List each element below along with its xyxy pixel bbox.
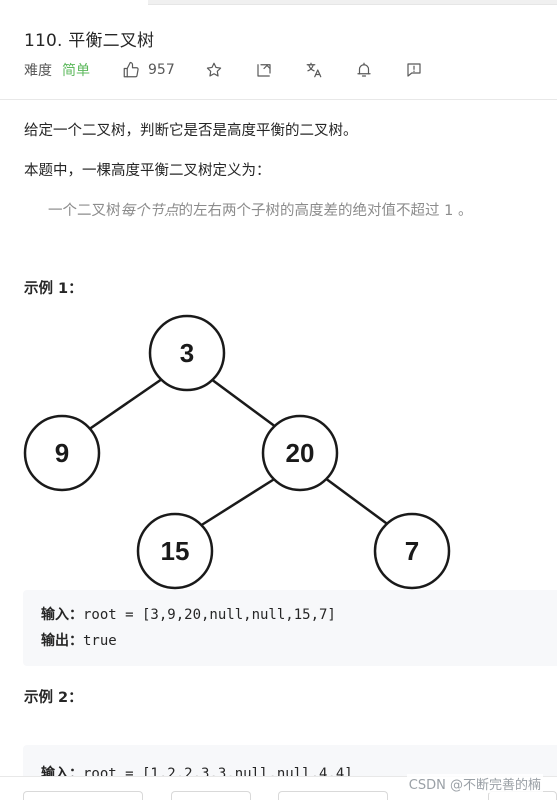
quote-text-em: 每个节点 <box>120 203 179 219</box>
share-button[interactable] <box>255 61 273 79</box>
tree-node-label: 20 <box>286 438 315 468</box>
difficulty-value: 简单 <box>62 63 90 79</box>
input-label: 输入： <box>41 607 83 623</box>
input-value: root = [3,9,20,null,null,15,7] <box>83 607 336 623</box>
top-tab-strip <box>148 0 557 5</box>
description-paragraph-2: 本题中，一棵高度平衡二叉树定义为： <box>24 163 271 179</box>
feedback-icon <box>407 63 421 77</box>
tree-node-label: 7 <box>405 536 419 566</box>
bottom-toolbar-button[interactable] <box>23 791 143 800</box>
definition-quote: 一个二叉树每个节点的左右两个子树的高度差的绝对值不超过 1 。 <box>48 199 472 220</box>
example-1-title: 示例 1： <box>24 281 83 297</box>
notify-button[interactable] <box>355 61 373 79</box>
example-1-tree-diagram: 3 9 20 15 7 <box>23 314 451 590</box>
share-icon <box>257 64 271 77</box>
difficulty-label: 难度 <box>24 63 52 79</box>
tree-edge-20-7 <box>324 476 391 528</box>
tree-node-circle <box>136 512 214 590</box>
favorite-button[interactable] <box>205 61 223 79</box>
translate-button[interactable] <box>305 61 323 79</box>
tree-edge-20-15 <box>199 476 277 528</box>
tree-node-circle <box>261 414 339 492</box>
tree-node-label: 9 <box>55 438 69 468</box>
example-2-title: 示例 2： <box>24 690 83 706</box>
problem-title: 110. 平衡二叉树 <box>24 31 155 51</box>
thumbs-up-icon <box>123 61 139 78</box>
example-1-output-line: 输出：true <box>41 628 545 654</box>
problem-meta-row: 难度 简单 957 <box>24 60 423 80</box>
quote-text-a: 一个二叉树 <box>48 203 121 219</box>
bottom-toolbar-button[interactable] <box>278 791 388 800</box>
tree-edge-3-20 <box>210 377 281 432</box>
csdn-watermark: CSDN @不断完善的楠 <box>406 774 543 793</box>
output-value: true <box>83 633 117 649</box>
example-1-code-block: 输入：root = [3,9,20,null,null,15,7] 输出：tru… <box>23 590 557 666</box>
translate-icon <box>306 62 322 78</box>
tree-node-circle <box>148 314 226 392</box>
like-count: 957 <box>148 62 175 78</box>
bell-icon <box>357 62 371 77</box>
like-button[interactable]: 957 <box>122 61 175 79</box>
header-divider <box>0 99 557 100</box>
output-label: 输出： <box>41 633 83 649</box>
quote-text-b: 的左右两个子树的高度差的绝对值不超过 1 。 <box>178 203 473 219</box>
star-icon <box>206 62 221 77</box>
tree-edge-3-9 <box>87 377 163 432</box>
feedback-button[interactable] <box>405 61 423 79</box>
example-1-input-line: 输入：root = [3,9,20,null,null,15,7] <box>41 602 545 628</box>
bottom-toolbar <box>0 776 557 800</box>
tree-node-label: 15 <box>161 536 190 566</box>
tree-node-label: 3 <box>180 338 194 368</box>
bottom-toolbar-button[interactable] <box>171 791 251 800</box>
tree-node-circle <box>23 414 101 492</box>
description-paragraph-1: 给定一个二叉树，判断它是否是高度平衡的二叉树。 <box>24 123 358 139</box>
tree-node-circle <box>373 512 451 590</box>
